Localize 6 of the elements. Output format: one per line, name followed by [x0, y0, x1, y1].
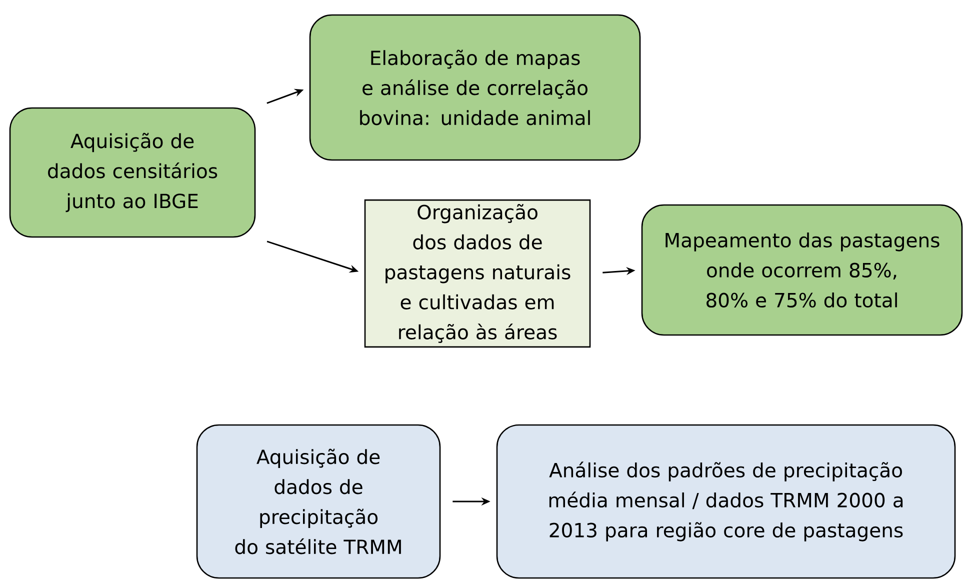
process-box: Mapeamento das pastagens onde ocorrem 85%, 80% e 75% do total [641, 204, 963, 336]
process-box: Aquisição de dados censitários junto ao IBGE [9, 107, 256, 238]
process-box: Elaboração de mapas e análise de correlação bovina: unidade animal [309, 14, 641, 161]
process-box: Análise dos padrões de precipitação média mensal / dados TRMM 2000 a 2013 para região core de pastagens [496, 424, 956, 579]
process-box: Organização dos dados de pastagens naturais e cultivadas em relação às áreas [364, 199, 591, 348]
process-box: Aquisição de dados de precipitação do satélite TRMM [196, 424, 441, 579]
